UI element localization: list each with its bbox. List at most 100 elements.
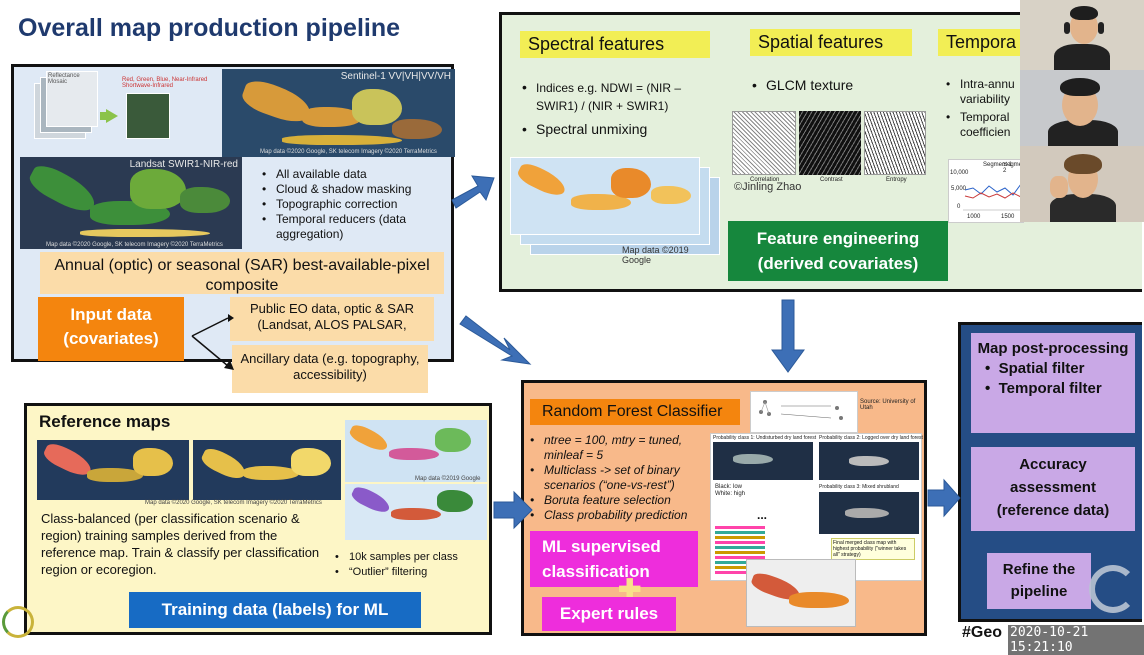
prob-title: Probability class 1: Undisturbed dry lan… [713,435,817,441]
post-processing-box: Map post-processing • Spatial filter • T… [971,333,1135,433]
reference-bullet: “Outlier” filtering [335,565,485,580]
input-data-label: Input data (covariates) [38,297,184,361]
prob-title: Probability class 3: Mixed shrubland [819,484,899,490]
reflectance-thumbnail: Reflectance Mosaic [34,71,98,143]
input-data-panel: Reflectance Mosaic Red, Green, Blue, Nea… [11,64,455,393]
glcm-correlation-image [732,111,796,175]
rf-source-text: Source: University of Utah [860,399,916,411]
final-note: Final merged class map with highest prob… [831,538,915,560]
refresh-cycle-icon [1089,565,1137,613]
spatial-bullet: GLCM texture [752,77,912,93]
glcm-label: Contrast [820,177,843,183]
spectral-bullet: Spectral unmixing [522,121,722,138]
page-title: Overall map production pipeline [18,14,401,42]
spectral-header: Spectral features [520,31,710,58]
input-connector-lines [191,314,234,370]
reference-credit-right: Map data ©2019 Google [415,476,481,482]
arrow-reference-to-classifier [493,490,533,530]
input-bullet: All available data [262,167,452,182]
classifier-bullet: ntree = 100, mtry = tuned, minleaf = 5 [530,433,708,463]
input-bullet-list: All available data Cloud & shadow maskin… [262,167,452,242]
temporal-bullet-list: Intra-annu variability Temporal coeffici… [946,77,1022,140]
arrow-input-to-classifier [459,315,532,365]
ancillary-box: Ancillary data (e.g. topography, accessi… [232,345,428,393]
participant-video-3 [1020,146,1144,222]
arrow-input-to-features [451,175,495,209]
reference-maps-panel: Reference maps Map data ©2020 Google, SK… [24,403,492,635]
participant-video-1 [1020,0,1144,70]
thumb-right-text: Red, Green, Blue, Near-Infrared Shortwav… [122,77,208,89]
timestamp-text: 2020-10-21 15:21:10 [1008,625,1144,655]
prob-small: Black: low [715,484,743,490]
derived-map-stack: Map data ©2019 Google [510,157,720,265]
arrow-thumb-icon [106,109,118,123]
landsat-label: Landsat SWIR1-NIR-red [129,159,238,170]
segment-legend: Segment 2 [1003,162,1023,174]
plus-icon: ✚ [618,574,642,605]
landsat-map: Landsat SWIR1-NIR-red Map data ©2020 Goo… [20,157,242,249]
reference-credit-main: Map data ©2020 Google, SK telecom Imager… [145,500,322,506]
feature-engineering-panel: Spectral features Spatial features Tempo… [499,12,1142,292]
classifier-bullet: Boruta feature selection [530,493,708,508]
final-class-map [746,559,856,627]
glcm-entropy-image [864,111,926,175]
classifier-header: Random Forest Classifier [530,399,740,425]
ml-classification-label: ML supervised classification [530,531,698,587]
refine-box: Refine the pipeline [987,553,1091,609]
reference-description: Class-balanced (per classification scena… [41,511,320,577]
temporal-chart-svg [963,183,1023,211]
sentinel-map: Sentinel-1 VV|VH|VV/VH Map data ©2020 Go… [222,69,455,157]
hashtag-text: #Geo [962,624,1003,641]
sentinel-label: Sentinel-1 VV|VH|VV/VH [340,71,451,82]
reference-map-3: Map data ©2019 Google [345,420,487,540]
post-processing-title: Map post-processing [977,340,1129,357]
glcm-credit: ©Jinling Zhao [734,181,802,193]
thumb-left-text: Reflectance Mosaic [48,73,80,85]
rf-tree-svg [759,400,843,420]
temporal-chart: Segment 1 Segment 2 10,000 5,000 0 1000 … [948,159,1024,223]
reference-bullet: 10k samples per class [335,550,485,565]
chart-tick: 0 [957,204,961,210]
probability-grid: Probability class 1: Undisturbed dry lan… [710,433,923,581]
input-bullet: Cloud & shadow masking [262,182,452,197]
accuracy-box: Accuracy assessment (reference data) [971,447,1135,531]
reference-header: Reference maps [39,412,171,431]
segment-legend: Segment 1 [983,162,1013,168]
input-bullet: Temporal reducers (data aggregation) [262,212,452,242]
spectral-bullet: Indices e.g. NDWI = (NIR – SWIR1) / (NIR… [522,79,722,115]
temporal-bullet: Intra-annu variability [946,77,1022,107]
feature-engineering-label: Feature engineering (derived covariates) [728,221,948,281]
glcm-label: Entropy [886,177,907,183]
reference-map-2 [193,440,341,500]
composite-box: Annual (optic) or seasonal (SAR) best-av… [40,252,444,294]
arrow-features-to-classifier [771,299,805,373]
participant-video-2 [1020,70,1144,146]
classifier-bullet: Class probability prediction [530,508,708,523]
post-processing-panel: Map post-processing • Spatial filter • T… [958,322,1142,622]
rf-diagram [750,391,858,433]
post-bullet: • Temporal filter [985,380,1102,397]
feature-map-credit: Map data ©2019 Google [622,245,689,265]
classifier-bullet: Multiclass -> set of binary scenarios (“… [530,463,708,493]
classifier-bullet-list: ntree = 100, mtry = tuned, minleaf = 5 M… [530,433,708,523]
spatial-header: Spatial features [750,29,912,56]
post-bullet: • Spatial filter [985,360,1085,377]
prob-title: Probability class 2: Logged over dry lan… [819,435,923,441]
geo-logo-icon [2,606,34,638]
spectral-bullet-list: Indices e.g. NDWI = (NIR – SWIR1) / (NIR… [522,79,722,138]
rgb-thumbnail [126,93,170,139]
classifier-panel: Random Forest Classifier Source: Univers… [521,380,927,636]
sentinel-credit: Map data ©2020 Google, SK telecom Imager… [260,149,437,155]
glcm-label: Correlation [750,177,780,183]
expert-rules-label: Expert rules [542,597,676,631]
temporal-header: Tempora [938,29,1028,56]
training-data-label: Training data (labels) for ML [129,592,421,628]
ellipsis-text: ... [757,508,768,522]
chart-tick: 1500 [1001,214,1015,220]
chart-tick: 10,000 [950,170,969,176]
arrow-classifier-to-post [927,478,961,518]
reference-map-1 [37,440,189,500]
chart-tick: 5,000 [951,186,967,192]
glcm-contrast-image [799,111,861,175]
